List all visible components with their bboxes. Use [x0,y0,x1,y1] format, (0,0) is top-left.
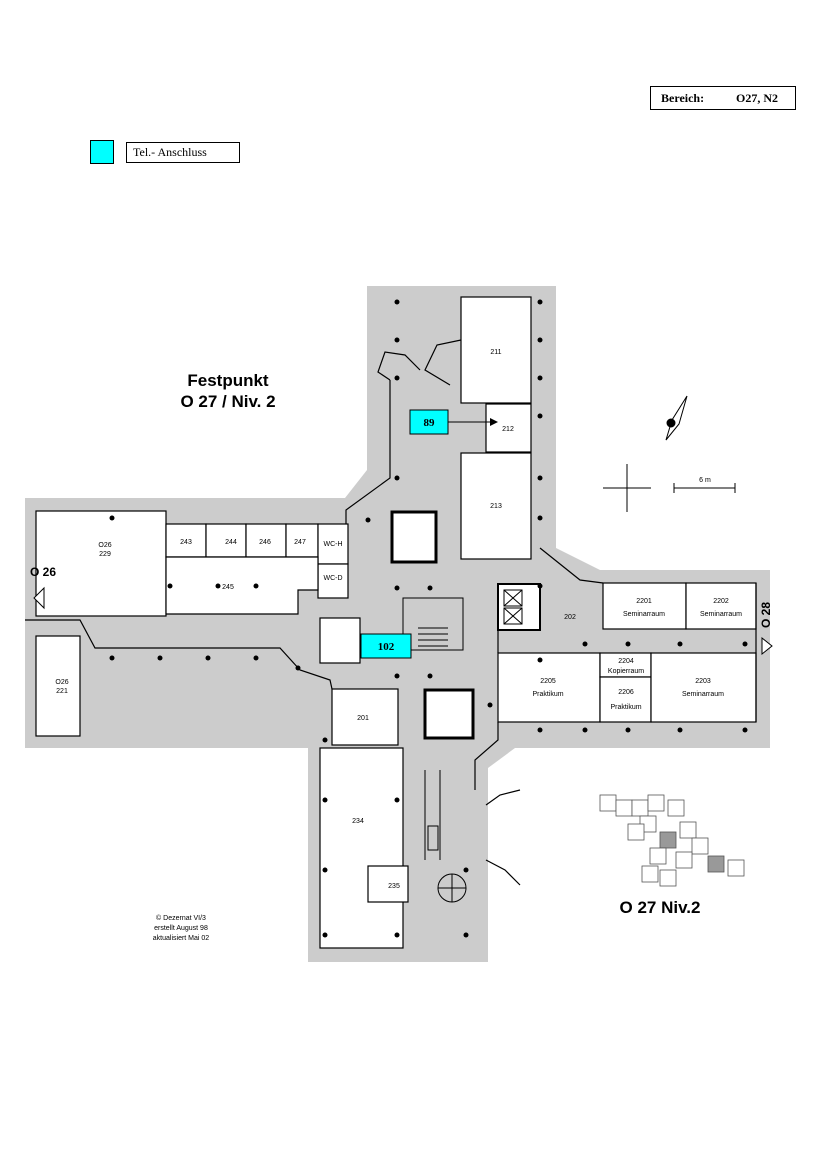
label-235: 235 [388,883,400,890]
label-211: 211 [490,349,501,356]
legend-phone-label: Tel.- Anschluss [126,142,240,163]
label-245: 245 [222,584,234,591]
crosshair-icon [603,464,651,512]
label-2205: 2205 [540,678,556,685]
label-2204-name: Kopierraum [608,668,644,675]
room-o26-221 [35,635,81,737]
label-2206: 2206 [618,689,634,696]
phone-marker-102-label: 102 [378,641,395,653]
label-2205-name: Praktikum [532,691,563,698]
scale-label: 6 m [699,477,711,484]
label-wc-d: WC-D [323,575,342,582]
label-202: 202 [564,614,576,621]
building-label-o27: O 27 Niv.2 [620,898,701,917]
credit-line3: aktualisiert Mai 02 [153,935,210,942]
room-201 [331,688,399,746]
label-2203-name: Seminarraum [682,691,724,698]
area-label: Bereich: [661,90,705,105]
room-243 [165,523,207,558]
label-2203: 2203 [695,678,711,685]
label-o26-229-a: O26 [98,542,111,549]
label-201: 201 [357,715,369,722]
credits: © Dezernat VI/3 erstellt August 98 aktua… [153,914,210,942]
north-arrow-icon [665,395,688,441]
label-2202: 2202 [713,598,729,605]
credit-line2: erstellt August 98 [154,925,208,932]
room-2201 [602,582,687,630]
room-212 [485,403,532,453]
area-label-box: Bereich: O27, N2 [650,86,796,110]
label-wc-h: WC-H [323,541,342,548]
columns [109,299,748,938]
room-246 [245,523,287,558]
label-o26-221-b: 221 [56,688,68,695]
room-office-102 [319,617,361,664]
room-235 [367,865,409,903]
building-label-o28: O 28 [759,602,773,628]
room-211 [460,296,532,404]
room-stair-core [390,510,438,564]
phone-marker-89-label: 89 [424,417,436,429]
label-o26-229-b: 229 [99,551,111,558]
floor-area [25,286,770,962]
room-2203 [650,652,757,723]
title-line1: Festpunkt [187,371,269,390]
room-244 [205,523,247,558]
marker-arrowhead [490,418,498,426]
rooms [35,296,757,949]
phone-marker-102 [360,633,412,659]
scale-bar [673,483,736,493]
label-246: 246 [259,539,271,546]
entrance-arrows [33,586,773,656]
area-value: O27, N2 [736,90,778,105]
title-line2: O 27 / Niv. 2 [180,392,275,411]
walls [25,339,757,886]
room-wc-d [317,563,349,599]
legend-phone-swatch [90,140,114,164]
label-2201: 2201 [636,598,652,605]
label-213: 213 [490,503,502,510]
building-label-o26: O 26 [30,565,56,579]
credit-line1: © Dezernat VI/3 [156,914,206,922]
label-2202-name: Seminarraum [700,611,742,618]
room-213 [460,452,532,560]
label-2201-name: Seminarraum [623,611,665,618]
label-244: 244 [225,539,237,546]
room-wc-h [317,523,349,565]
elevator [497,583,541,631]
label-243: 243 [180,539,192,546]
label-212: 212 [502,426,514,433]
room-2206 [599,676,652,723]
label-2206-name: Praktikum [610,704,641,711]
building-minimap [599,794,745,887]
label-o26-221-a: O26 [55,679,68,686]
room-2202 [685,582,757,630]
room-245 [165,556,319,615]
elevator-cross [503,589,523,625]
room-stair-2 [423,688,475,740]
label-2204: 2204 [618,658,634,665]
room-2205 [497,652,601,723]
room-234 [319,747,404,949]
stairs [402,597,467,903]
label-234: 234 [352,818,364,825]
label-247: 247 [294,539,306,546]
room-labels: 211 212 213 O26 229 243 244 246 247 WC-H… [55,349,742,890]
room-o26-229 [35,510,167,617]
